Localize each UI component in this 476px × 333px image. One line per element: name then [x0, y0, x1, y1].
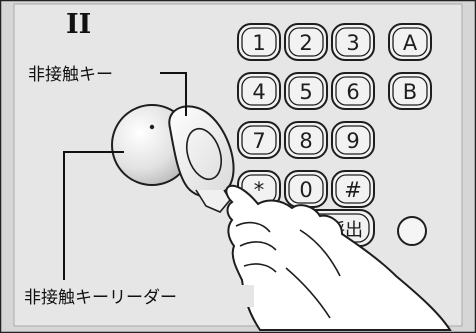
keypad-key-0[interactable]: 0 [284, 170, 328, 208]
panel-number: II [66, 9, 91, 40]
keypad-key-label: 4 [252, 80, 265, 104]
keypad-key-label: 6 [346, 80, 359, 104]
keypad-key-9[interactable]: 9 [331, 121, 375, 159]
keypad-key-label: 0 [299, 178, 312, 202]
keypad-key-5[interactable]: 5 [284, 72, 328, 110]
keypad-key-label: 1 [252, 31, 265, 55]
keypad-key-4[interactable]: 4 [237, 72, 281, 110]
label-bg-key [26, 62, 158, 84]
leader-line-reader [63, 151, 124, 280]
keypad-key-A[interactable]: A [388, 23, 432, 61]
contactless-key [168, 105, 235, 213]
keypad-key-label: 5 [299, 80, 312, 104]
label-contactless-key: 非接触キー [28, 65, 113, 85]
keypad-key-label: 9 [346, 129, 359, 153]
reader-dot [149, 124, 155, 130]
keypad: 1 2 3 A 4 5 6 B 7 8 9 * 0 # [237, 23, 432, 208]
keypad-key-2[interactable]: 2 [284, 23, 328, 61]
keypad-key-label: 7 [252, 129, 265, 153]
keypad-key-label: * [254, 178, 265, 202]
keypad-key-3[interactable]: 3 [331, 23, 375, 61]
keypad-key-label: B [403, 80, 417, 104]
keypad-key-label: 8 [299, 129, 312, 153]
keypad-key-8[interactable]: 8 [284, 121, 328, 159]
hand-illustration [225, 184, 452, 331]
keypad-key-label: A [403, 31, 418, 55]
indicator-light [397, 216, 427, 246]
keypad-key-1[interactable]: 1 [237, 23, 281, 61]
keypad-key-hash[interactable]: # [331, 170, 375, 208]
keypad-key-label: 3 [346, 31, 359, 55]
label-bg-reader [22, 285, 254, 307]
leader-line-key [160, 72, 187, 116]
keypad-key-7[interactable]: 7 [237, 121, 281, 159]
keypad-key-label: # [344, 178, 362, 202]
keypad-key-label: 2 [299, 31, 312, 55]
label-contactless-key-reader: 非接触キーリーダー [24, 288, 177, 308]
keypad-key-6[interactable]: 6 [331, 72, 375, 110]
keypad-key-B[interactable]: B [388, 72, 432, 110]
